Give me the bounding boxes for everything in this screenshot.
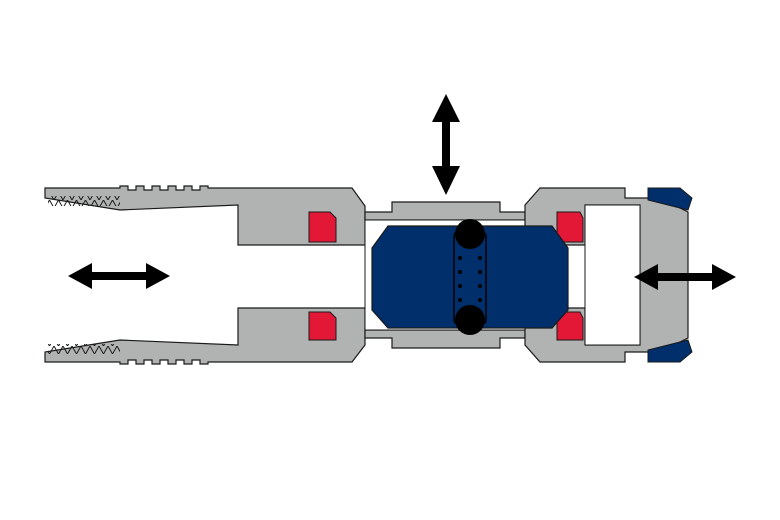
thread-bottom: [48, 344, 120, 354]
seal-left-top: [308, 211, 337, 243]
blue-cap: [647, 187, 693, 363]
top-radial-arrow: [432, 94, 460, 195]
thread-top: [48, 196, 120, 206]
ball-bottom: [455, 305, 485, 335]
seal-left-bottom: [308, 311, 337, 341]
sleeve-bottom: [364, 329, 526, 349]
sleeve-top: [364, 201, 526, 221]
blue-cap-top: [647, 187, 693, 211]
red-seals: [308, 211, 584, 341]
ball-dots: [458, 256, 482, 302]
seal-right-bottom: [556, 311, 584, 341]
right-bore: [584, 204, 641, 346]
ball-bearings: [455, 219, 485, 335]
threaded-left-body: [44, 185, 366, 365]
ball-top: [455, 219, 485, 249]
blue-core: [371, 225, 569, 329]
left-axial-arrow: [68, 263, 170, 289]
blue-cap-bottom: [647, 339, 693, 363]
right-axial-arrow: [634, 264, 736, 290]
